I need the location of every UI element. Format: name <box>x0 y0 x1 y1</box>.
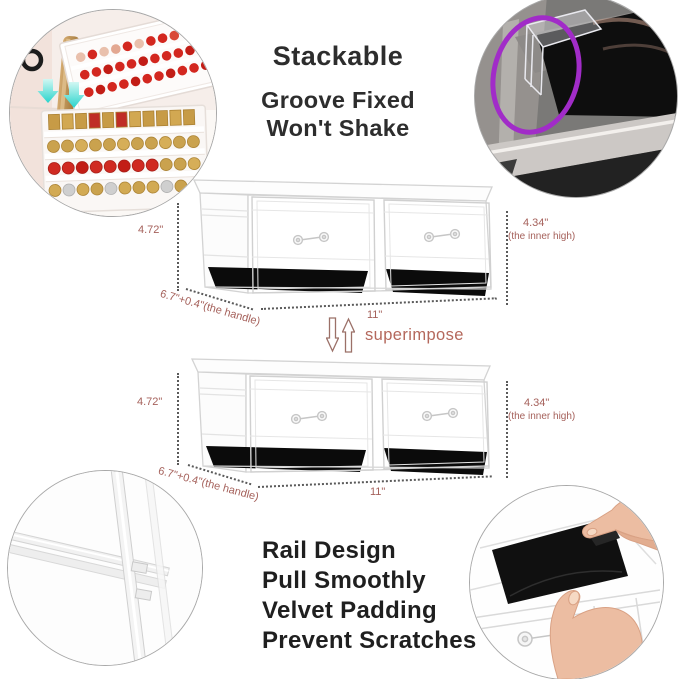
superimpose-label: superimpose <box>365 325 464 344</box>
outer-height-label: 4.72" <box>138 224 164 236</box>
headline-title: Stackable <box>272 41 404 71</box>
rail-photo-art <box>8 471 202 665</box>
feature-list: Rail Design Pull Smoothly Velvet Padding… <box>262 536 477 656</box>
inner-height-dimension-line <box>506 211 508 305</box>
width-label: 11" <box>370 486 386 498</box>
photo-groove-closeup <box>474 0 678 198</box>
inner-height-dimension-line <box>506 381 508 478</box>
headline-subtitle-line1: Groove Fixed <box>261 87 415 113</box>
groove-photo-art <box>475 0 677 197</box>
photo-velvet-padding-hands <box>469 485 664 679</box>
arrow-down-outline-icon <box>326 317 339 353</box>
inner-height-note: (the inner high) <box>508 411 576 422</box>
inner-height-label: 4.34" <box>524 397 550 409</box>
arrow-up-outline-icon <box>342 317 355 353</box>
height-dimension-line <box>177 373 179 465</box>
feature-line-4: Prevent Scratches <box>262 627 477 654</box>
velvet-pad-right <box>384 448 487 475</box>
velvet-pad-left <box>208 267 368 293</box>
height-dimension-line <box>177 203 179 291</box>
purple-highlight-circle <box>490 15 582 135</box>
drawer-handles <box>292 228 461 246</box>
organizer-diagram-bottom: 4.72" 4.34" (the inner high) 6.7"+0.4"(t… <box>130 344 575 503</box>
headline-block: Stackable Groove Fixed Won't Shake <box>233 41 443 142</box>
gold-lipstick-row <box>47 135 200 153</box>
gold-lipstick-tubes-row <box>47 109 196 131</box>
acrylic-organizer-line-drawing <box>192 179 493 296</box>
velvet-pad-left <box>206 446 366 472</box>
red-lipstick-row <box>47 157 201 175</box>
velvet-pad-right <box>386 269 489 296</box>
black-velvet-area <box>537 3 677 117</box>
vertical-rails <box>108 471 178 665</box>
photo-rail-design-closeup <box>7 470 203 666</box>
velvet-padding-photo-art <box>470 486 663 679</box>
outer-height-label: 4.72" <box>137 396 163 408</box>
feature-line-3: Velvet Padding <box>262 597 437 624</box>
organizer-diagram-top: 4.72" 4.34" (the inner high) 6.7"+0.4"(t… <box>130 172 575 328</box>
headline-subtitle-line2: Won't Shake <box>266 115 410 141</box>
feature-line-1: Rail Design <box>262 537 396 564</box>
rail-hook <box>130 561 149 574</box>
stack-down-arrow-icons <box>37 79 85 108</box>
drawer-handles <box>290 407 459 425</box>
width-label: 11" <box>367 309 383 321</box>
inner-height-note: (the inner high) <box>508 231 576 242</box>
lower-drawer-stack <box>40 104 210 214</box>
acrylic-organizer-line-drawing <box>190 358 491 475</box>
rail-hook <box>134 588 153 601</box>
hand-holding-drawer <box>549 590 645 679</box>
superimpose-annotation: superimpose <box>326 313 464 357</box>
inner-height-label: 4.34" <box>523 217 549 229</box>
feature-line-2: Pull Smoothly <box>262 567 426 594</box>
